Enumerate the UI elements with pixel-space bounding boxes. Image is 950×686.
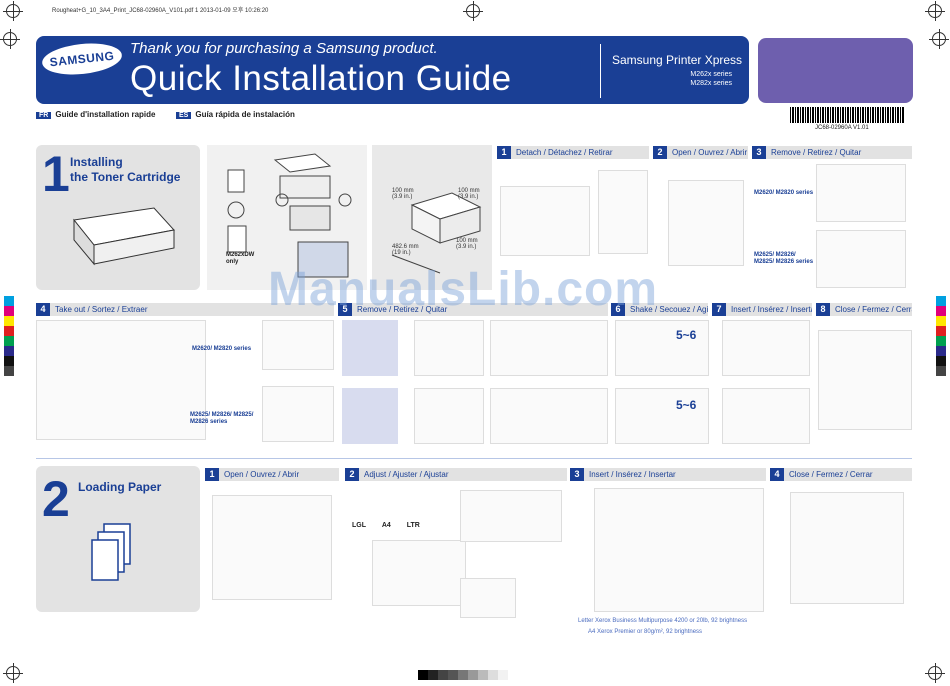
remove-clip-closeup-a [342,320,398,376]
part-number: JC68-02960A V1.01 [815,125,869,131]
remove-tape-illustration-b [816,230,906,288]
model-label-b: M2625/ M2826/ M2825/ M2826 series [190,412,254,425]
paper-note-a4: A4 Xerox Premier or 80g/m², 92 brightnes… [588,629,703,635]
product-name: Samsung Printer Xpress [612,53,743,67]
remove-tape-illustration-a [816,164,906,222]
registration-mark-icon [925,663,945,683]
remove-tabs-b [490,388,608,444]
remove-packaging-b [414,388,484,444]
series-item: M282x series [690,80,732,87]
registration-mark-icon [925,1,945,21]
dimension-label: 100 mm (3.9 in.) [456,238,478,250]
paper-size-a4: A4 [381,522,391,529]
registration-mark-icon [0,29,20,49]
page-title: Quick Installation Guide [130,59,512,98]
shake-cartridge-a [615,320,709,376]
registration-mark-icon [3,1,23,21]
insert-cartridge-b [722,388,810,444]
color-swatch-strip-left [4,296,14,376]
model-label-a: M2620/ M2820 series [192,346,252,352]
dimension-label: 100 mm (3.9 in.) [458,188,480,200]
gray-scale-strip [418,670,508,680]
insert-paper-illustration [594,488,764,612]
registration-mark-icon [929,29,949,49]
header-banner [36,36,749,104]
open-tray-illustration [212,495,332,600]
header-divider [600,44,601,98]
shake-cartridge-b [615,388,709,444]
detach-closeup-illustration [598,170,648,254]
section2-title: Loading Paper [78,480,162,494]
section1-number: 1 [42,146,70,202]
watermark: ManualsLib.com [268,263,659,316]
model-label-b: M2625/ M2826/ M2825/ M2826 series [754,252,814,265]
detach-printer-illustration [500,186,590,256]
paper-size-ltr: LTR [406,522,420,529]
file-info-line: Rougheat+G_10_3A4_Print_JC68-02960A_V101… [52,8,269,14]
open-printer-illustration [668,180,744,266]
section2-number: 2 [42,471,70,527]
dimension-label: 482.6 mm (19 in.) [392,244,419,256]
registration-mark-icon [3,663,23,683]
shake-count-label: 5~6 [676,398,697,412]
barcode [790,107,905,123]
paper-note-letter: Letter Xerox Business Multipurpose 4200 … [578,618,748,624]
dimension-label: 100 mm (3.9 in.) [392,188,414,200]
take-out-cartridge-b [262,386,334,442]
close-cover-illustration [818,330,912,430]
toner-cartridge-icon [73,207,175,266]
remove-tabs-a [490,320,608,376]
model-label-a: M2620/ M2820 series [754,190,814,196]
series-item: M262x series [690,71,732,78]
clearance-printer-illustration [391,192,482,274]
shake-count-label: 5~6 [676,328,697,342]
adjust-guides-closeup [460,490,562,542]
paper-size-labels: LGL A4 LTR [352,522,442,529]
insert-cartridge-a [722,320,810,376]
take-out-printer-illustration [36,320,206,440]
thanks-text: Thank you for purchasing a Samsung produ… [130,40,438,57]
remove-packaging-a [414,320,484,376]
paper-size-lgl: LGL [352,522,366,529]
close-tray-illustration [790,492,904,604]
take-out-cartridge-a [262,320,334,370]
color-swatch-strip-right [936,296,946,376]
section-divider [36,458,912,459]
remove-clip-closeup-b [342,388,398,444]
adjust-length-closeup [460,578,516,618]
adjust-tray-illustration [372,540,466,606]
series-list: M262x series M282x series [670,70,732,88]
purple-label-box [758,38,913,103]
registration-mark-icon [463,1,483,21]
unpacking-illustration [227,153,352,278]
paper-stack-icon [91,523,131,581]
